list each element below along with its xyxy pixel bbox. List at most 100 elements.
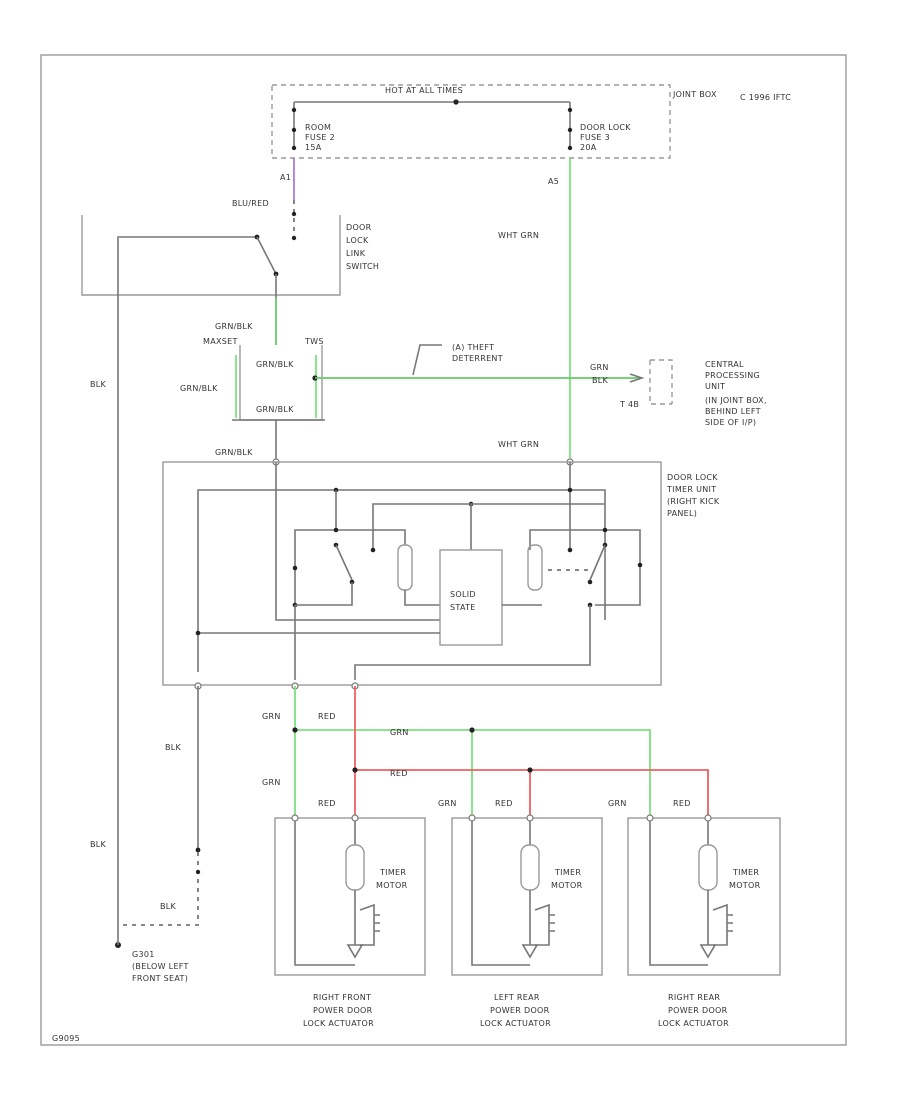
red-label-5: RED bbox=[673, 799, 691, 808]
svg-text:LOCK ACTUATOR: LOCK ACTUATOR bbox=[480, 1019, 551, 1028]
connector-block: MAXSET TWS GRN/BLK GRN/BLK GRN/BLK bbox=[180, 335, 325, 421]
wht-grn-bottom-label: WHT GRN bbox=[498, 440, 539, 449]
diode-icon bbox=[346, 890, 364, 959]
svg-text:DOOR: DOOR bbox=[346, 223, 372, 232]
theft-leader bbox=[412, 344, 442, 376]
svg-text:DOOR LOCK: DOOR LOCK bbox=[667, 473, 718, 482]
right-relay-frame bbox=[529, 529, 641, 606]
grn-label-5: GRN bbox=[608, 799, 627, 808]
svg-text:PROCESSING: PROCESSING bbox=[705, 371, 760, 380]
svg-text:15A: 15A bbox=[305, 143, 322, 152]
joint-box: JOINT BOX HOT AT ALL TIMES ROOM FUSE 2 1… bbox=[271, 84, 717, 159]
svg-text:POWER DOOR: POWER DOOR bbox=[313, 1006, 373, 1015]
svg-text:TIMER: TIMER bbox=[732, 868, 759, 877]
right-relay-contact bbox=[589, 544, 606, 581]
right-relay-coil bbox=[527, 544, 543, 591]
red-label-1: RED bbox=[318, 712, 336, 721]
wht-grn-top-label: WHT GRN bbox=[498, 231, 539, 240]
switch-ground-lead bbox=[117, 236, 255, 295]
svg-text:RIGHT REAR: RIGHT REAR bbox=[668, 993, 720, 1002]
svg-text:TIMER UNIT: TIMER UNIT bbox=[666, 485, 716, 494]
connector-bottom-label: GRN/BLK bbox=[256, 405, 294, 414]
svg-text:(BELOW LEFT: (BELOW LEFT bbox=[132, 962, 189, 971]
svg-text:LOCK ACTUATOR: LOCK ACTUATOR bbox=[658, 1019, 729, 1028]
motor-icon bbox=[534, 903, 550, 946]
motor-icon bbox=[712, 903, 728, 946]
joint-box-outline bbox=[271, 84, 671, 159]
svg-text:LOCK: LOCK bbox=[346, 236, 369, 245]
cpu-outline bbox=[649, 359, 673, 405]
grn-label-3: GRN bbox=[262, 778, 281, 787]
svg-text:MOTOR: MOTOR bbox=[376, 881, 408, 890]
ground-g301: G301 (BELOW LEFT FRONT SEAT) bbox=[115, 935, 189, 983]
blk-mid-label: BLK bbox=[165, 743, 182, 752]
timer-icon bbox=[698, 844, 718, 891]
central-processing-unit: CENTRAL PROCESSING UNIT (IN JOINT BOX, B… bbox=[649, 359, 767, 427]
svg-text:MOTOR: MOTOR bbox=[729, 881, 761, 890]
timer-icon bbox=[520, 844, 540, 891]
pin-a5-label: A5 bbox=[548, 177, 559, 186]
grn-blk-top-label: GRN/BLK bbox=[215, 322, 253, 331]
svg-text:SIDE OF I/P): SIDE OF I/P) bbox=[705, 418, 756, 427]
pin-a1-label: A1 bbox=[280, 173, 291, 182]
left-relay-coil bbox=[397, 544, 413, 591]
diode-icon bbox=[699, 890, 717, 959]
timer-unit-outline bbox=[162, 461, 662, 686]
bus-splice bbox=[453, 99, 459, 105]
timer-unit-label: DOOR LOCK TIMER UNIT (RIGHT KICK PANEL) bbox=[666, 473, 720, 518]
actuator-right-front: TIMER MOTOR RIGHT FRONT POWER DOOR LOCK … bbox=[274, 814, 426, 1028]
blk-left-label: BLK bbox=[90, 380, 107, 389]
cpu-grn-label: GRN bbox=[590, 363, 609, 372]
svg-text:POWER DOOR: POWER DOOR bbox=[668, 1006, 728, 1015]
svg-text:POWER DOOR: POWER DOOR bbox=[490, 1006, 550, 1015]
red-label-3: RED bbox=[318, 799, 336, 808]
svg-text:LEFT REAR: LEFT REAR bbox=[494, 993, 540, 1002]
left-relay-frame bbox=[294, 529, 406, 605]
diagram-frame bbox=[40, 54, 847, 1046]
connector-mid-label: GRN/BLK bbox=[256, 360, 294, 369]
svg-text:PANEL): PANEL) bbox=[667, 509, 697, 518]
solid-state-label-1: SOLID bbox=[450, 590, 476, 599]
switch-label: DOOR LOCK LINK SWITCH bbox=[346, 223, 379, 271]
grn-label-2: GRN bbox=[390, 728, 409, 737]
svg-text:DOOR LOCK: DOOR LOCK bbox=[580, 123, 631, 132]
svg-text:TIMER: TIMER bbox=[379, 868, 406, 877]
svg-text:LOCK ACTUATOR: LOCK ACTUATOR bbox=[303, 1019, 374, 1028]
switch-contact bbox=[256, 236, 276, 273]
svg-text:G301: G301 bbox=[132, 950, 155, 959]
svg-text:FUSE 3: FUSE 3 bbox=[580, 133, 610, 142]
svg-text:FUSE 2: FUSE 2 bbox=[305, 133, 335, 142]
motor-icon bbox=[359, 903, 375, 946]
cpu-pin-id: T 4B bbox=[619, 400, 639, 409]
blk-ground-dashed bbox=[120, 852, 199, 926]
grn-blk-timer-label: GRN/BLK bbox=[215, 448, 253, 457]
red-label-2: RED bbox=[390, 769, 408, 778]
svg-text:FRONT SEAT): FRONT SEAT) bbox=[132, 974, 188, 983]
left-relay-contact bbox=[335, 544, 353, 581]
timer-icon bbox=[345, 844, 365, 891]
solid-state-module bbox=[439, 549, 503, 646]
fuse-3-label: DOOR LOCK FUSE 3 20A bbox=[580, 123, 631, 152]
timer-inner-frame bbox=[197, 489, 606, 672]
theft-deterrent-label: (A) THEFT DETERRENT bbox=[452, 343, 503, 363]
red-bus-wire bbox=[355, 769, 709, 815]
figure-id: G9095 bbox=[52, 1034, 80, 1043]
svg-text:TIMER: TIMER bbox=[554, 868, 581, 877]
svg-text:ROOM: ROOM bbox=[305, 123, 331, 132]
grn-label-1: GRN bbox=[262, 712, 281, 721]
cpu-blk-label: BLK bbox=[592, 376, 609, 385]
svg-text:20A: 20A bbox=[580, 143, 597, 152]
fuse-2-label: ROOM FUSE 2 15A bbox=[305, 123, 335, 152]
grn-bus-wire bbox=[295, 729, 651, 815]
door-lock-timer-unit: DOOR LOCK TIMER UNIT (RIGHT KICK PANEL) … bbox=[162, 461, 720, 686]
svg-text:LINK: LINK bbox=[346, 249, 366, 258]
svg-text:MOTOR: MOTOR bbox=[551, 881, 583, 890]
svg-text:(IN JOINT BOX,: (IN JOINT BOX, bbox=[705, 396, 767, 405]
joint-box-label: JOINT BOX bbox=[672, 90, 717, 99]
svg-text:(A) THEFT: (A) THEFT bbox=[452, 343, 494, 352]
svg-text:(RIGHT KICK: (RIGHT KICK bbox=[667, 497, 720, 506]
switch-box bbox=[81, 215, 341, 296]
hot-at-all-times-label: HOT AT ALL TIMES bbox=[385, 86, 463, 95]
svg-text:RIGHT FRONT: RIGHT FRONT bbox=[313, 993, 371, 1002]
cpu-pin-arrow bbox=[629, 373, 645, 383]
